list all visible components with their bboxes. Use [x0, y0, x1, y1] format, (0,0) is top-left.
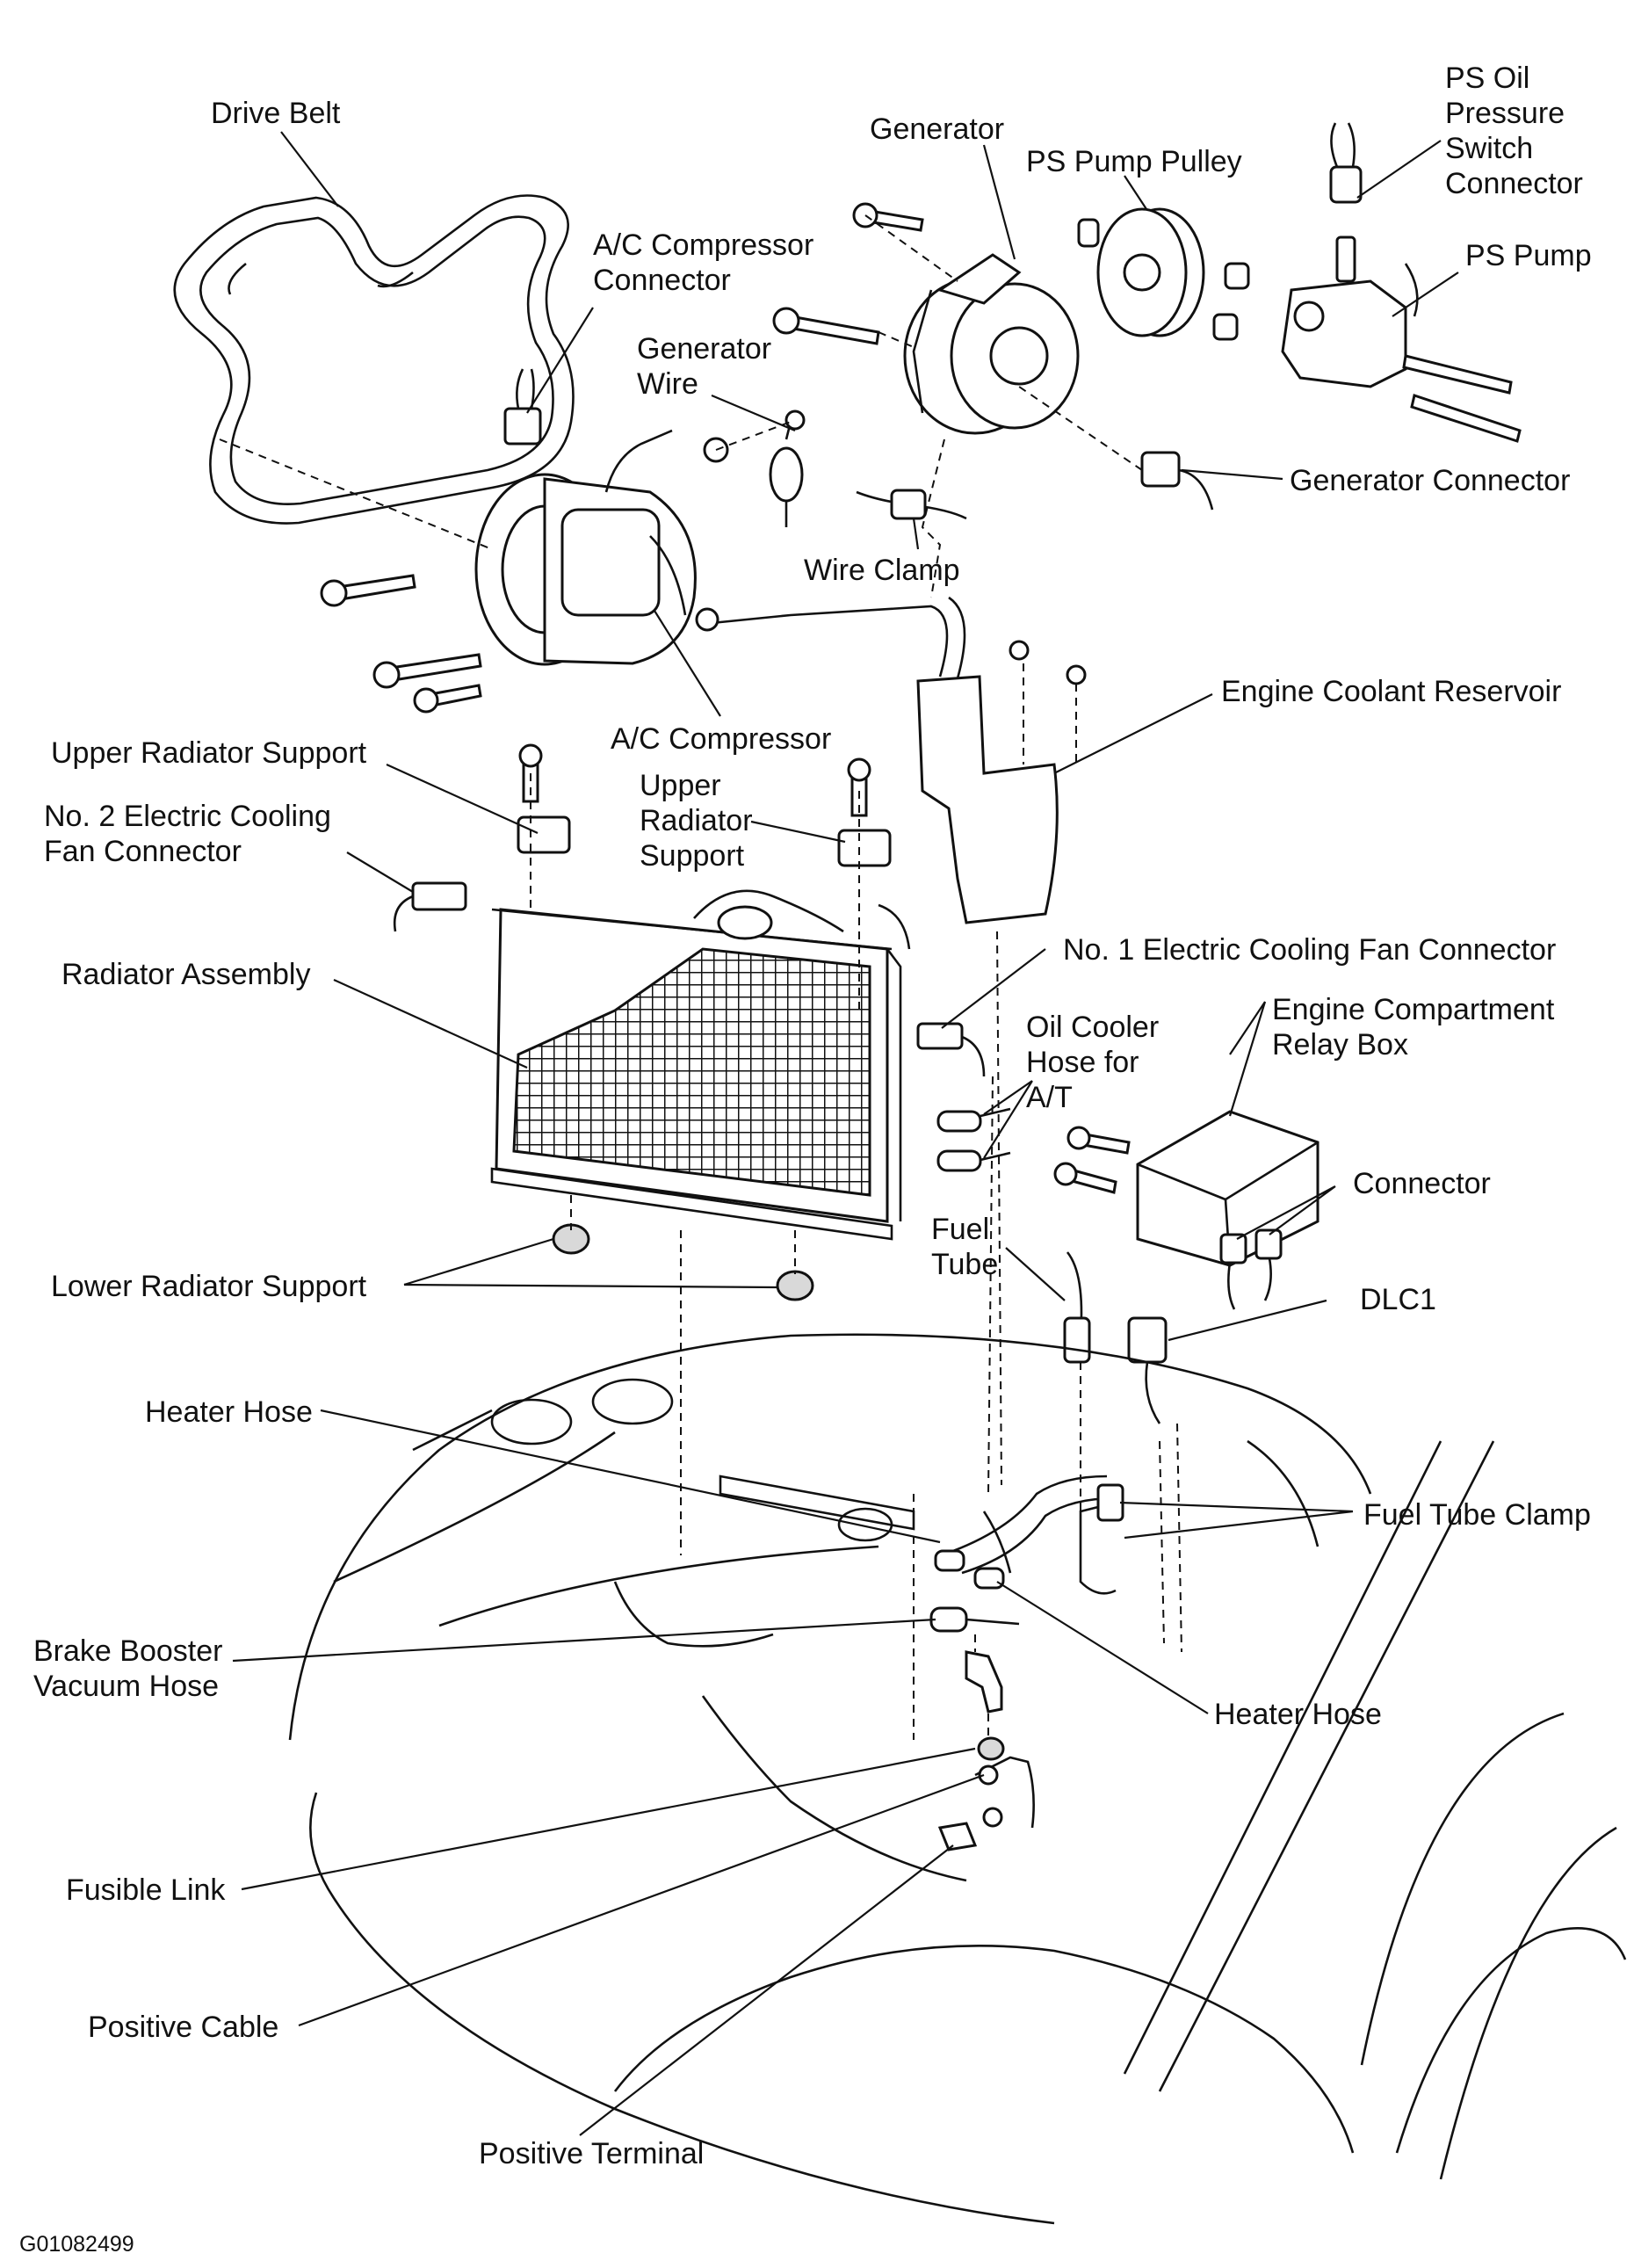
label-fuel-tube-clamp: Fuel Tube Clamp: [1363, 1498, 1591, 1532]
no2-electric-cooling-fan-connector: [393, 881, 467, 932]
leader-lines: [232, 131, 1459, 2136]
brake-booster-vacuum-hose: [929, 1606, 1020, 1633]
generator-wire: [769, 409, 806, 527]
fuel-tube-clamp: [1079, 1483, 1124, 1595]
label-radiator-assembly: Radiator Assembly: [61, 958, 310, 991]
engine-coolant-reservoir: [695, 596, 1087, 924]
label-fusible-link: Fusible Link: [66, 1873, 226, 1907]
label-generator-wire-2: Wire: [637, 367, 698, 401]
label-connector: Connector: [1353, 1167, 1491, 1200]
label-ac-compressor-connector-1: A/C Compressor: [593, 228, 813, 262]
label-no1-fan-connector: No. 1 Electric Cooling Fan Connector: [1063, 933, 1556, 967]
label-relay-box-2: Relay Box: [1272, 1028, 1408, 1062]
relay-box-connector: [1219, 1228, 1283, 1310]
oil-cooler-hose: [936, 1107, 1011, 1172]
ac-compressor: [474, 429, 697, 666]
vehicle-body-outline: [288, 1333, 1627, 2225]
label-no2-fan-connector-1: No. 2 Electric Cooling: [44, 800, 331, 833]
label-upper-radiator-support-left: Upper Radiator Support: [51, 736, 367, 770]
fuel-tube: [1063, 1251, 1091, 1364]
assembly-dashed-lines: [219, 214, 1182, 1740]
positive-terminal: [937, 1807, 1003, 1851]
radiator-assembly: [490, 889, 911, 1241]
label-wire-clamp: Wire Clamp: [804, 554, 960, 587]
label-generator-connector: Generator Connector: [1290, 464, 1570, 497]
label-oil-cooler-hose-1: Oil Cooler: [1026, 1011, 1159, 1044]
label-generator-wire-1: Generator: [637, 332, 771, 366]
drive-belt: [173, 194, 575, 525]
label-positive-terminal: Positive Terminal: [479, 2137, 704, 2170]
label-fuel-tube-1: Fuel: [931, 1213, 989, 1246]
label-upper-radiator-support-center-2: Radiator: [640, 804, 753, 837]
label-engine-coolant-reservoir: Engine Coolant Reservoir: [1221, 675, 1561, 708]
lower-radiator-support: [552, 1223, 814, 1301]
label-ps-oil-pressure-switch-connector-1: PS Oil: [1445, 62, 1529, 95]
generator: [903, 253, 1080, 435]
label-upper-radiator-support-center-1: Upper: [640, 769, 721, 802]
label-heater-hose-bottom: Heater Hose: [1214, 1698, 1382, 1731]
label-ac-compressor: A/C Compressor: [611, 722, 831, 756]
ps-pump: [1281, 235, 1522, 443]
ps-pump-pulley: [1077, 207, 1250, 341]
label-heater-hose-top: Heater Hose: [145, 1395, 313, 1429]
label-oil-cooler-hose-2: Hose for: [1026, 1046, 1139, 1079]
label-fuel-tube-2: Tube: [931, 1248, 998, 1281]
dlc1: [1127, 1316, 1168, 1424]
heater-hose: [934, 1475, 1117, 1590]
upper-radiator-support-center: [837, 757, 892, 867]
label-dlc1: DLC1: [1360, 1283, 1436, 1316]
label-lower-radiator-support: Lower Radiator Support: [51, 1270, 367, 1303]
wire-clamp: [856, 489, 967, 520]
label-brake-booster-vacuum-hose-2: Vacuum Hose: [33, 1670, 219, 1703]
fusible-link: [965, 1650, 1003, 1714]
ps-oil-pressure-switch-connector: [1329, 122, 1363, 204]
label-generator: Generator: [870, 112, 1004, 146]
labels: Drive Belt Generator PS Pump Pulley PS O…: [19, 62, 1592, 2257]
label-upper-radiator-support-center-3: Support: [640, 839, 745, 873]
label-drive-belt: Drive Belt: [211, 97, 341, 130]
label-ps-oil-pressure-switch-connector-2: Pressure: [1445, 97, 1565, 130]
compressor-bolts: [320, 574, 482, 714]
ac-compressor-connector: [503, 368, 542, 446]
generator-connector: [1140, 451, 1214, 511]
engine-compartment-relay-box: [1053, 1110, 1319, 1267]
figure-id: G01082499: [19, 2232, 134, 2257]
upper-radiator-support-left: [517, 743, 571, 854]
positive-cable: [974, 1736, 1035, 1829]
label-no2-fan-connector-2: Fan Connector: [44, 835, 242, 868]
label-positive-cable: Positive Cable: [88, 2011, 278, 2044]
label-brake-booster-vacuum-hose-1: Brake Booster: [33, 1634, 222, 1668]
label-ps-oil-pressure-switch-connector-4: Connector: [1445, 167, 1583, 200]
label-relay-box-1: Engine Compartment: [1272, 993, 1555, 1026]
no1-electric-cooling-fan-connector: [916, 1022, 986, 1077]
label-ac-compressor-connector-2: Connector: [593, 264, 731, 297]
label-ps-pump: PS Pump: [1465, 239, 1592, 272]
label-ps-pump-pulley: PS Pump Pulley: [1026, 145, 1242, 178]
label-oil-cooler-hose-3: A/T: [1026, 1081, 1073, 1114]
label-ps-oil-pressure-switch-connector-3: Switch: [1445, 132, 1533, 165]
